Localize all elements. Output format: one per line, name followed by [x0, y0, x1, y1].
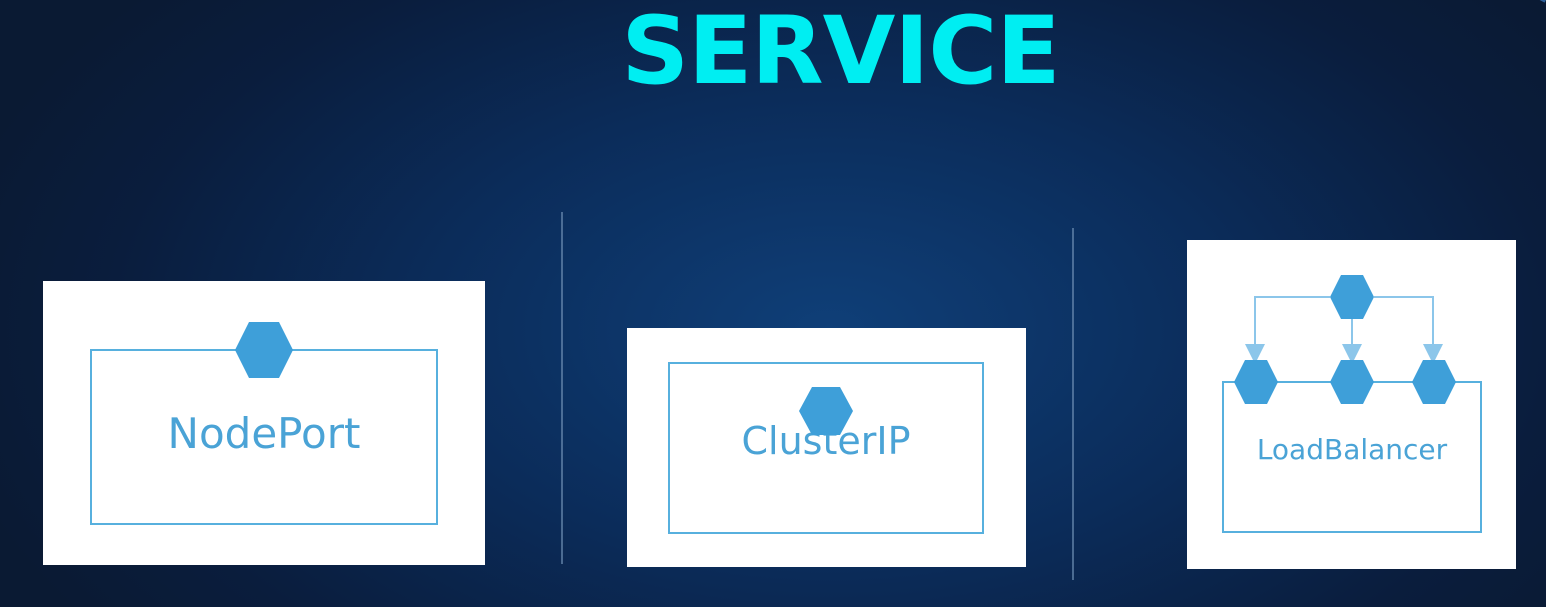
nodeport-card: NodePort	[43, 281, 485, 565]
distribution-arrows	[1245, 296, 1443, 364]
clusterip-card: ClusterIP	[627, 328, 1026, 567]
loadbalancer-card: LoadBalancer	[1187, 240, 1516, 569]
clusterip-frame	[668, 362, 984, 534]
nodeport-label: NodePort	[167, 409, 361, 458]
nodeport-hexagon-icon	[235, 322, 293, 378]
lb-pod-right-hexagon-icon	[1412, 360, 1456, 404]
divider-right	[1072, 228, 1074, 580]
loadbalancer-distribution-diagram	[1234, 275, 1456, 404]
clusterip-hexagon-icon	[799, 387, 853, 435]
slide-title: SERVICE	[621, 0, 1060, 106]
lb-top-hexagon-icon	[1330, 275, 1374, 319]
lb-pod-center-hexagon-icon	[1330, 360, 1374, 404]
lb-pod-left-hexagon-icon	[1234, 360, 1278, 404]
divider-left	[561, 212, 563, 564]
loadbalancer-label: LoadBalancer	[1256, 433, 1448, 466]
